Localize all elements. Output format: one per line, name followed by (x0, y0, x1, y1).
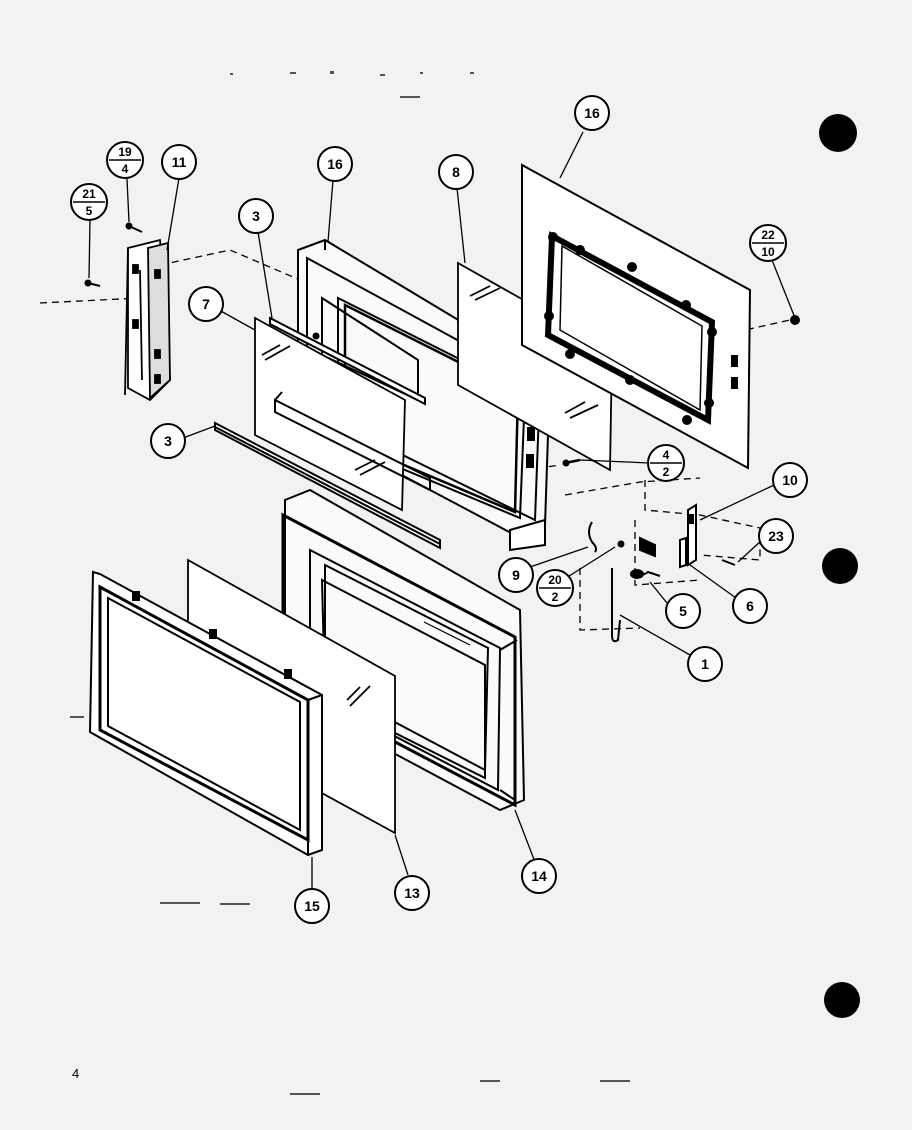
svg-text:22: 22 (761, 228, 775, 242)
binder-hole-middle (822, 548, 858, 584)
svg-text:2: 2 (552, 590, 559, 604)
scan-specks (70, 71, 630, 1095)
svg-text:15: 15 (304, 898, 320, 914)
svg-text:16: 16 (584, 105, 600, 121)
svg-text:4: 4 (122, 162, 129, 176)
latch-spring-9 (588, 521, 597, 553)
svg-text:19: 19 (118, 145, 132, 159)
svg-text:16: 16 (327, 156, 343, 172)
latch-hook-1 (611, 568, 621, 643)
callout-fraction-19-4: 19 4 (106, 141, 144, 179)
svg-text:21: 21 (82, 187, 96, 201)
callout-16-middle: 16 (317, 146, 353, 182)
svg-text:10: 10 (761, 245, 775, 259)
binder-hole-bottom (824, 982, 860, 1018)
glass-channel-3-upper (269, 316, 431, 492)
callout-3-lower: 3 (150, 423, 186, 459)
svg-text:5: 5 (86, 204, 93, 218)
callout-11: 11 (161, 144, 197, 180)
callout-fraction-21-5: 21 5 (70, 183, 108, 221)
outer-door-trim-15 (88, 570, 323, 857)
callout-16-top: 16 (574, 95, 610, 131)
svg-text:8: 8 (452, 164, 460, 180)
outer-door-panel (521, 163, 800, 470)
latch-bracket-6 (639, 536, 656, 558)
callout-15: 15 (294, 888, 330, 924)
page-number: 4 (72, 1066, 79, 1081)
svg-text:14: 14 (531, 868, 547, 884)
svg-text:1: 1 (701, 656, 709, 672)
callout-fraction-22-10: 22 10 (749, 224, 787, 262)
svg-text:2: 2 (663, 465, 670, 479)
svg-text:3: 3 (252, 208, 260, 224)
callout-7: 7 (188, 286, 224, 322)
svg-text:10: 10 (782, 472, 798, 488)
svg-text:5: 5 (679, 603, 687, 619)
screw-23 (721, 559, 736, 566)
callout-1: 1 (687, 646, 723, 682)
callout-23: 23 (758, 518, 794, 554)
svg-text:4: 4 (663, 448, 670, 462)
screw-parts (84, 222, 143, 287)
callout-leader-lines (88, 131, 796, 890)
callout-10: 10 (772, 462, 808, 498)
svg-text:20: 20 (548, 573, 562, 587)
door-latch-hardware (562, 458, 736, 643)
svg-text:23: 23 (768, 528, 784, 544)
svg-text:6: 6 (746, 598, 754, 614)
callout-9: 9 (498, 557, 534, 593)
glass-channel-3-lower (214, 421, 441, 550)
callout-fraction-20-2: 20 2 (536, 569, 574, 607)
svg-text:13: 13 (404, 885, 420, 901)
callout-6: 6 (732, 588, 768, 624)
callout-8: 8 (438, 154, 474, 190)
callout-13: 13 (394, 875, 430, 911)
callout-14: 14 (521, 858, 557, 894)
binder-hole-top (819, 114, 857, 152)
callout-3-upper: 3 (238, 198, 274, 234)
svg-text:7: 7 (202, 296, 210, 312)
callout-fraction-4-2: 4 2 (647, 444, 685, 482)
callout-5: 5 (665, 593, 701, 629)
svg-text:9: 9 (512, 567, 520, 583)
hinge-bracket (124, 238, 171, 402)
svg-text:3: 3 (164, 433, 172, 449)
svg-text:11: 11 (172, 154, 187, 170)
